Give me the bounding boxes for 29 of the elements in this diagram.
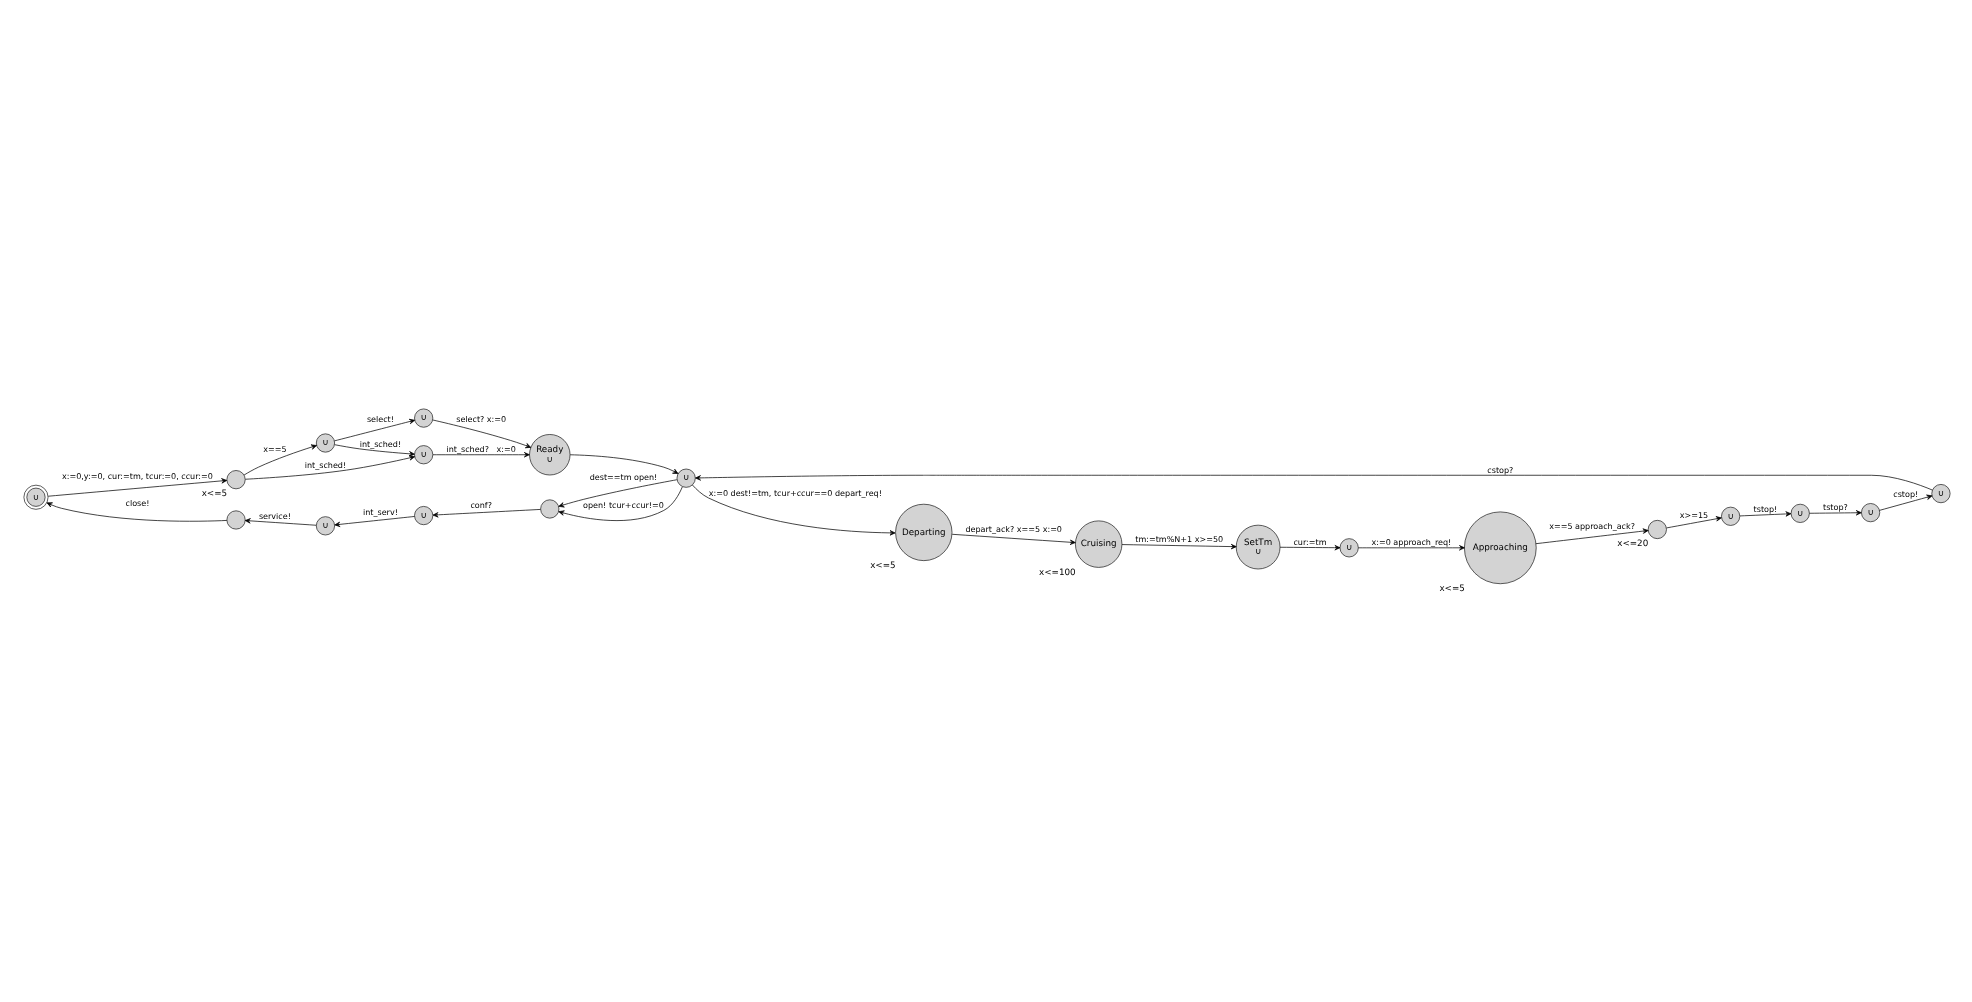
arrow: [431, 509, 540, 518]
node-circle: [539, 499, 559, 519]
arrow: [557, 479, 677, 508]
arrow: [333, 516, 414, 528]
node-circle: [225, 470, 245, 490]
arrow: [333, 444, 414, 457]
arrow: [694, 474, 1932, 491]
arrow: [1357, 545, 1464, 551]
arrow: [333, 418, 415, 442]
arrow: [45, 502, 227, 522]
node-circle: [225, 510, 245, 530]
arrow: [1665, 516, 1721, 529]
node-circle: [1646, 519, 1666, 539]
arrow: [242, 444, 316, 476]
arrow: [691, 484, 895, 536]
arrow: [950, 533, 1075, 545]
arrow: [1878, 494, 1932, 511]
arrow: [1278, 545, 1340, 551]
arrow: [431, 452, 529, 458]
arrow: [1534, 528, 1648, 545]
arrow: [1808, 510, 1861, 516]
arrow: [46, 478, 227, 497]
arrow: [557, 486, 682, 521]
arrow: [1120, 543, 1236, 550]
arrow: [431, 419, 531, 449]
arrow: [1738, 511, 1791, 517]
arrow: [243, 518, 316, 526]
arrow: [568, 454, 678, 474]
arrow: [243, 455, 415, 480]
